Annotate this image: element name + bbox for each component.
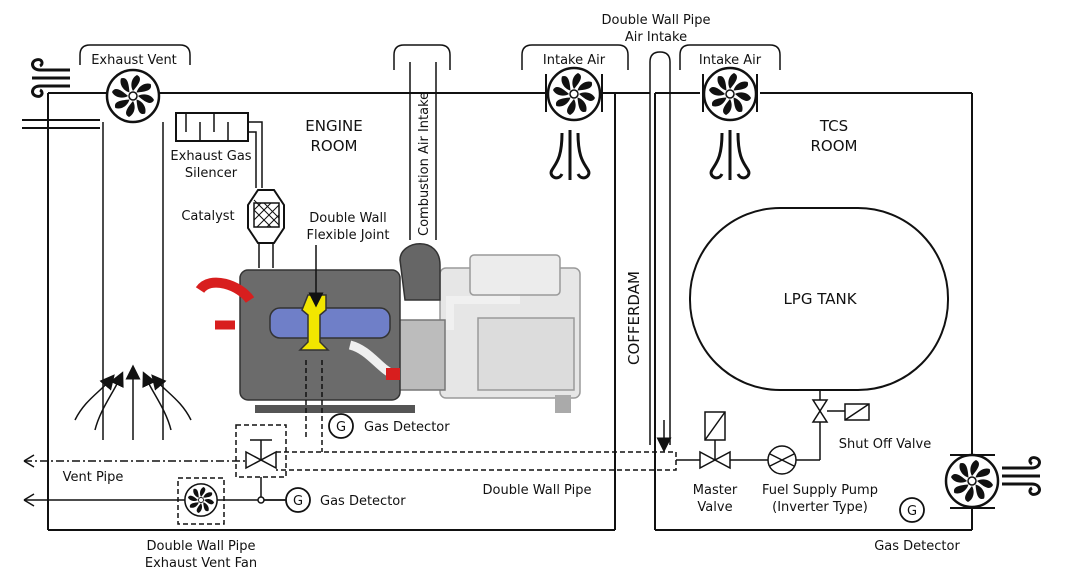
exhaust-wind-icon	[30, 58, 72, 98]
gas-detector-symbol: G	[293, 494, 303, 509]
gas-detector-symbol: G	[907, 504, 917, 519]
tcs-room-label-line2: ROOM	[811, 137, 858, 155]
fuel-pump-label-line1: Fuel Supply Pump	[762, 483, 878, 498]
flexible-joint-label-line2: Flexible Joint	[307, 228, 390, 243]
double-wall-pipe	[235, 360, 677, 478]
intake-air-tcs-label: Intake Air	[699, 53, 762, 68]
shut-off-valve-label: Shut Off Valve	[839, 437, 931, 452]
gas-detector-tcs-label: Gas Detector	[874, 539, 960, 554]
intake-airflow-engine-icon	[549, 128, 591, 182]
double-wall-pipe-label: Double Wall Pipe	[483, 483, 592, 498]
engine-generator-illustration	[195, 243, 581, 413]
engine-room-label-line1: ENGINE	[305, 117, 362, 135]
gas-detector-tcs: G	[899, 497, 925, 523]
flexible-joint-label-line1: Double Wall	[309, 211, 386, 226]
shut-off-valve-icon	[811, 399, 829, 423]
exhaust-gas-silencer-icon	[175, 112, 249, 142]
gas-detector-engine-label: Gas Detector	[364, 420, 450, 435]
vent-fan-label-line2: Exhaust Vent Fan	[145, 556, 257, 571]
fuel-pump-label-line2: (Inverter Type)	[772, 500, 868, 515]
silencer-label-line1: Exhaust Gas	[170, 149, 251, 164]
vent-pipe-label: Vent Pipe	[63, 470, 124, 485]
vent-fan-label-line1: Double Wall Pipe	[147, 539, 256, 554]
lpg-tank	[689, 207, 949, 391]
exhaust-vent-label: Exhaust Vent	[91, 53, 177, 68]
master-valve-label-line1: Master	[693, 483, 738, 498]
intake-air-engine-fan-icon	[546, 66, 602, 122]
gas-detector-pipe-label: Gas Detector	[320, 494, 406, 509]
engine-room-walls	[47, 92, 650, 531]
catalyst-label: Catalyst	[181, 209, 234, 224]
tcs-exhaust-wind-icon	[1000, 456, 1042, 496]
engine-room-label-line2: ROOM	[311, 137, 358, 155]
exhaust-airflow-arrows	[74, 364, 192, 440]
air-intake-label-line2: Air Intake	[625, 30, 687, 45]
gas-detector-engine: G	[328, 413, 354, 439]
gas-detector-symbol: G	[336, 420, 346, 435]
cofferdam-label: COFFERDAM	[625, 271, 643, 365]
combustion-air-intake-label: Combustion Air Intake	[417, 92, 432, 236]
master-valve-label-line2: Valve	[697, 500, 732, 515]
catalyst-icon	[247, 189, 285, 244]
intake-air-engine-label: Intake Air	[543, 53, 606, 68]
air-intake-pipe	[649, 51, 671, 445]
intake-airflow-tcs-icon	[709, 128, 751, 182]
exhaust-vent-fan-icon	[105, 68, 161, 124]
lpg-tank-label: LPG TANK	[783, 290, 857, 308]
double-wall-flexible-joint-icon	[298, 294, 330, 351]
air-intake-label-line1: Double Wall Pipe	[602, 13, 711, 28]
tcs-room-walls	[654, 92, 973, 531]
double-wall-pipe-exhaust-vent-fan-icon	[184, 483, 218, 517]
intake-air-tcs-fan-icon	[702, 66, 758, 122]
gas-detector-pipe: G	[264, 487, 311, 513]
silencer-label-line2: Silencer	[185, 166, 238, 181]
tcs-exhaust-fan-icon	[944, 453, 1000, 509]
tcs-room-label-line1: TCS	[819, 117, 848, 135]
